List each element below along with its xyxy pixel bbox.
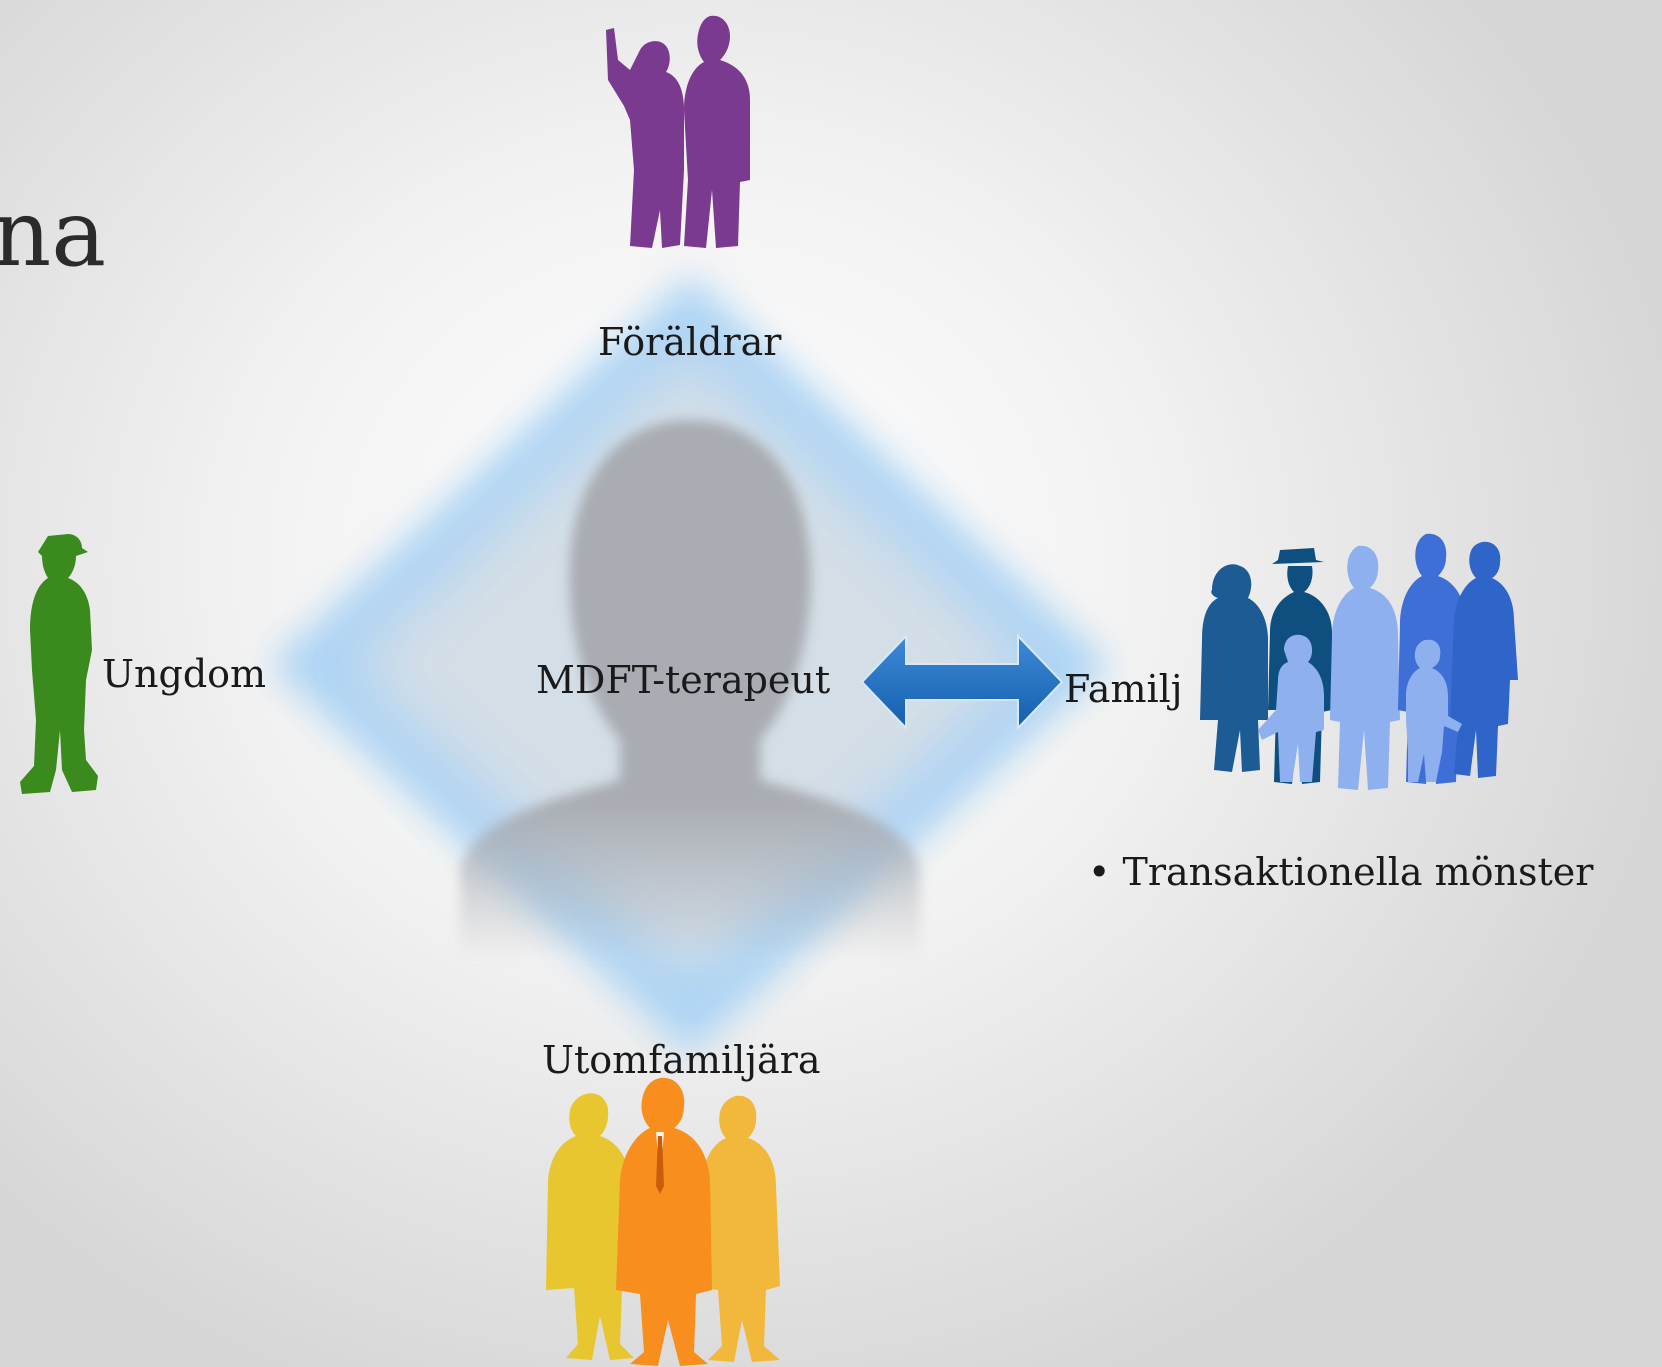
- bullet-item: • Transaktionella mönster: [1088, 850, 1594, 894]
- youth-silhouette-icon: [20, 534, 98, 794]
- therapist-label: MDFT-terapeut: [536, 658, 831, 702]
- extrafamilial-label: Utomfamiljära: [542, 1038, 821, 1082]
- therapist-silhouette-icon: [460, 420, 920, 960]
- family-silhouette-icon: [1200, 533, 1518, 790]
- youth-label: Ungdom: [102, 652, 267, 696]
- parents-label: Föräldrar: [598, 320, 782, 364]
- slide-title-fragment: na: [0, 180, 107, 287]
- parents-silhouette-icon: [606, 15, 750, 248]
- family-label: Familj: [1064, 667, 1183, 711]
- extrafamilial-silhouette-icon: [546, 1077, 780, 1366]
- double-arrow-connector: [860, 633, 1064, 731]
- bullet-text: Transaktionella mönster: [1122, 850, 1594, 894]
